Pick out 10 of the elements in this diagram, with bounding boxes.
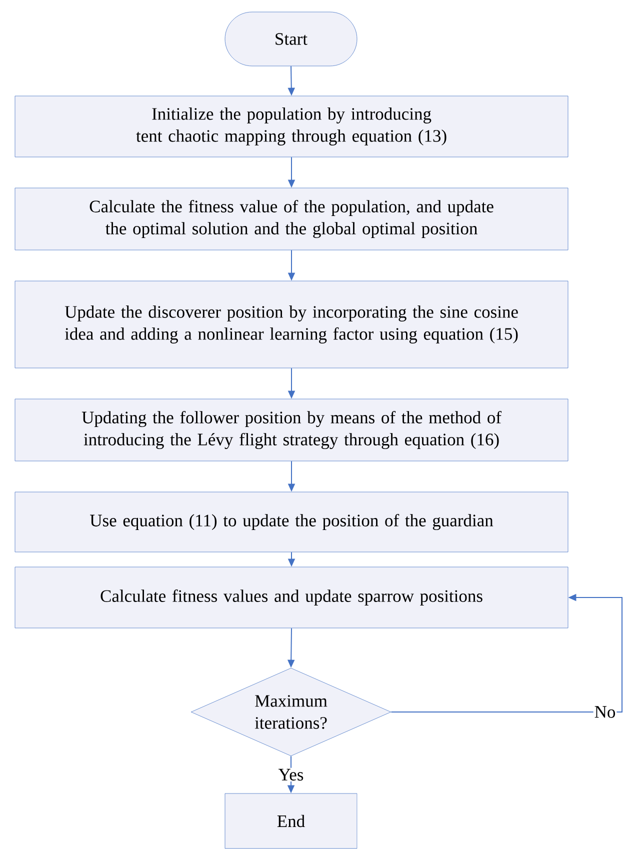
process-box: Initialize the population by introducing tent chaotic mapping through equation (13) (14, 96, 568, 158)
terminal-box: Start (224, 12, 358, 66)
process-box: Calculate the fitness value of the population, and update the optimal solution and the global optimal position (14, 188, 568, 250)
process-box: Update the discoverer position by incorporating the sine cosine idea and adding a nonlinear learning factor using equation (15) (14, 280, 568, 368)
process-box: Use equation (11) to update the position of the guardian (14, 492, 568, 552)
process-box: End (224, 793, 358, 849)
edge-label: Yes (277, 768, 305, 782)
edge-label: No (593, 705, 617, 719)
process-box: Calculate fitness values and update sparrow positions (14, 566, 568, 628)
process-box: Updating the follower position by means of the method of introducing the Lévy flight strategy through equation (16) (14, 398, 568, 462)
